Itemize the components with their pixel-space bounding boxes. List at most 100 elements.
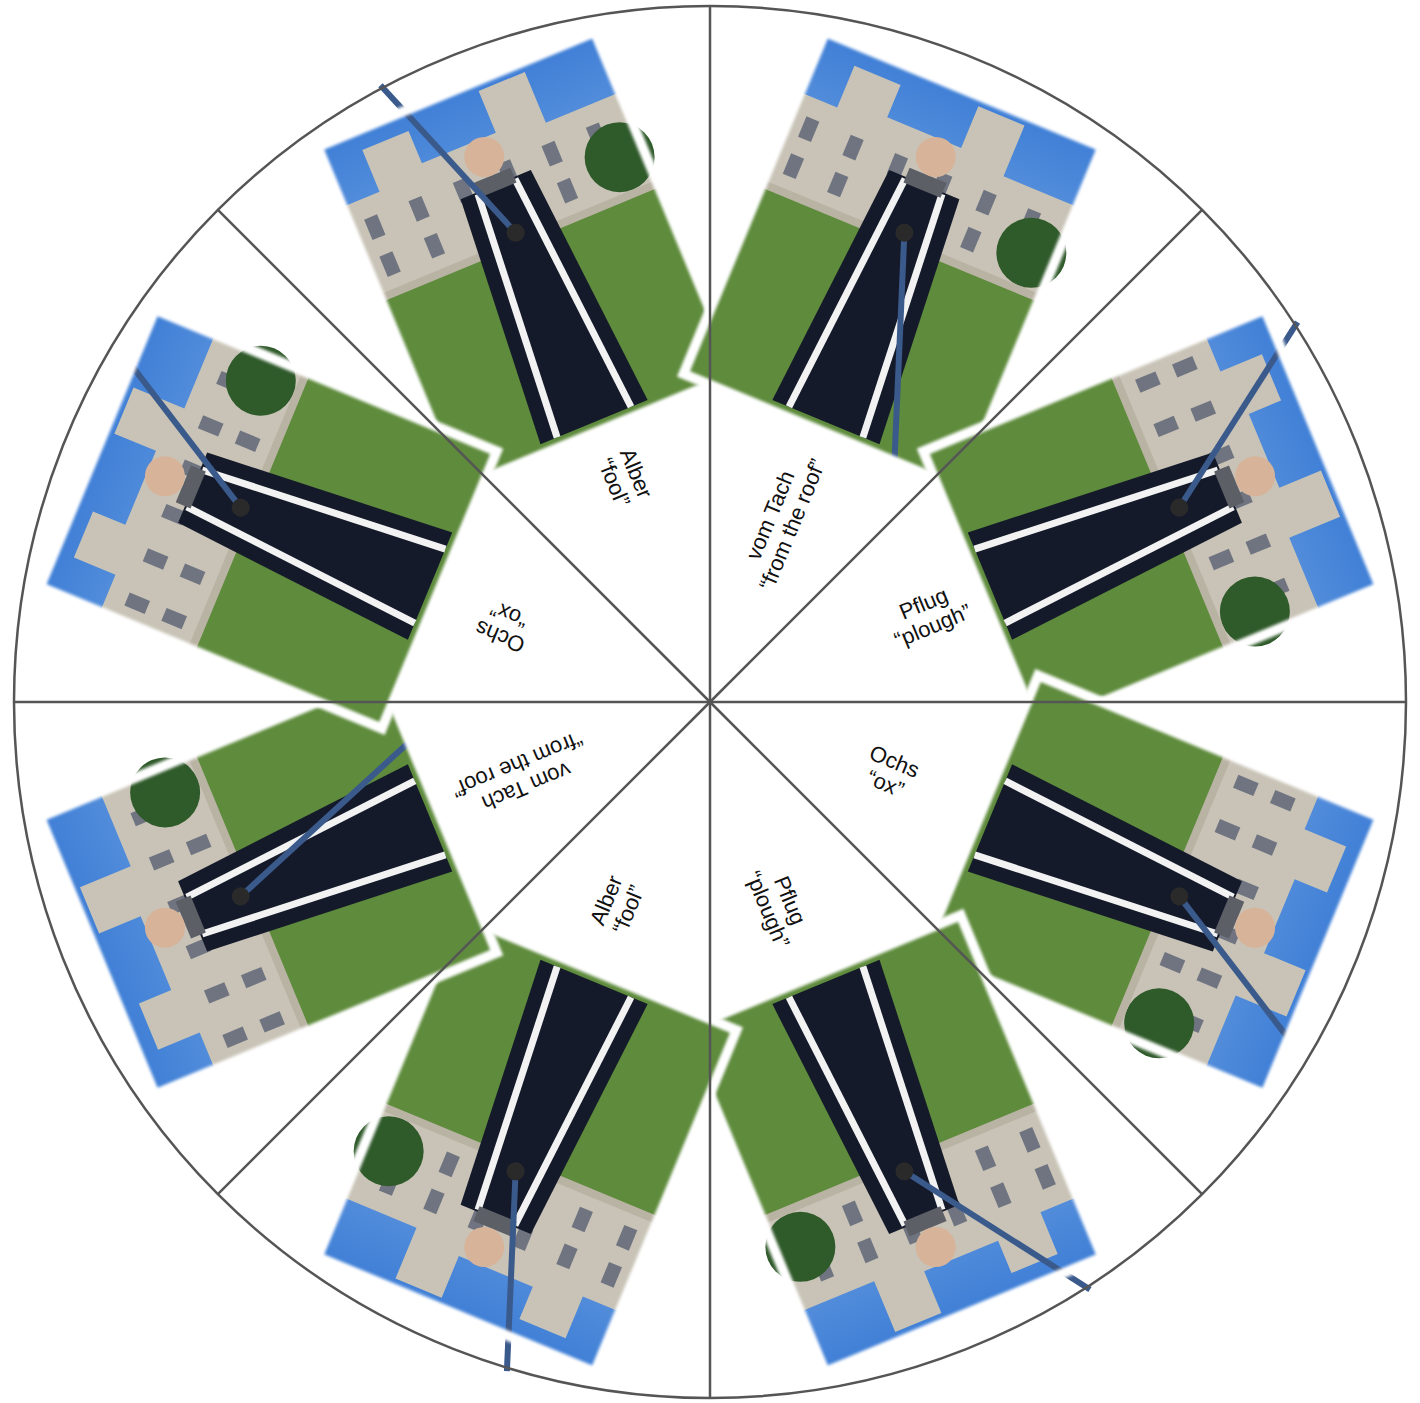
photo-fade [923, 310, 1380, 729]
castle-window [1019, 1127, 1040, 1153]
castle-window [1252, 834, 1278, 855]
hands [504, 221, 528, 245]
castle-window [1215, 819, 1241, 840]
castle-window [1160, 952, 1186, 973]
head [910, 1221, 962, 1273]
hands [1168, 496, 1192, 520]
castle-window [1245, 533, 1271, 554]
pose-label: vom Tach“from the roof” [448, 726, 595, 824]
robe-stripe [998, 507, 1241, 623]
robe [442, 162, 648, 444]
hands [229, 885, 253, 909]
castle-window [161, 608, 187, 629]
castle-window [235, 431, 261, 452]
robe-stripe [202, 836, 445, 952]
castle-window [827, 172, 848, 198]
head [139, 450, 191, 502]
castle-window [423, 1188, 444, 1214]
robe-stripe [202, 452, 445, 568]
photo-fade [40, 310, 497, 729]
head [910, 131, 962, 183]
sector-divider [710, 701, 1406, 704]
pose-label: Ochs“ox” [472, 593, 538, 657]
castle-window [1270, 790, 1296, 811]
wheel-rim [14, 6, 1406, 1398]
castle-window [143, 548, 169, 569]
sword [822, 233, 977, 463]
sword [211, 741, 441, 896]
robe-stripe [460, 194, 576, 437]
castle-window [990, 1182, 1011, 1208]
castle-window [1209, 549, 1235, 570]
castle-window [149, 849, 175, 870]
castle-window [241, 967, 267, 988]
pose-label: Alber“fool” [593, 445, 657, 511]
pose-label: vom Tach“from the roof” [733, 446, 831, 593]
robe-stripe [975, 836, 1218, 952]
hands [893, 221, 917, 245]
sector-photo [674, 915, 1112, 1399]
castle-window [1153, 416, 1179, 437]
pose-label: Pflug“plough” [740, 859, 815, 952]
robe-stripe [789, 990, 905, 1233]
sector-divider [709, 6, 712, 702]
robe-stripe [789, 171, 905, 414]
robe [170, 434, 452, 640]
robe-stripe [460, 967, 576, 1210]
castle-window [572, 1207, 593, 1233]
pose-label: Ochs“ox” [857, 741, 923, 805]
sector-divider [710, 210, 1202, 702]
robe-stripe [975, 452, 1218, 568]
castle-window [556, 1244, 577, 1270]
robe [442, 960, 648, 1242]
castle-window [124, 593, 150, 614]
castle-window [424, 233, 445, 259]
sector-divider [14, 701, 710, 704]
sector-photo [923, 300, 1407, 738]
head [139, 902, 191, 954]
castle-window [1233, 775, 1259, 796]
robe-stripe [179, 507, 422, 623]
robe-stripe [998, 781, 1241, 897]
robe-stripe [515, 171, 631, 414]
pose-label: Alber“fool” [586, 872, 650, 938]
castle-window [1135, 371, 1161, 392]
castle-window [180, 564, 206, 585]
sector-divider [709, 702, 712, 1398]
robe [170, 764, 452, 970]
sector-divider [218, 210, 710, 702]
photo-sky [40, 676, 497, 1095]
head [1229, 902, 1281, 954]
castle-window [616, 1225, 637, 1251]
castle-window [198, 415, 224, 436]
castle-window [364, 214, 385, 240]
castle-window [408, 196, 429, 222]
hands [1168, 885, 1192, 909]
photo-sky [923, 310, 1380, 729]
photo-sky [684, 915, 1103, 1372]
photo-fade [40, 676, 497, 1095]
head [458, 1221, 510, 1273]
hands [504, 1160, 528, 1184]
castle-window [1196, 967, 1222, 988]
castle-window [259, 1011, 285, 1032]
castle-window [379, 251, 400, 277]
castle-window [204, 982, 230, 1003]
head [1229, 450, 1281, 502]
castle-window [222, 1027, 248, 1048]
castle-window [439, 1152, 460, 1178]
robe-stripe [515, 990, 631, 1233]
castle-window [857, 1237, 878, 1263]
castle-window [186, 834, 212, 855]
castle-window [842, 1201, 863, 1227]
castle-window [960, 227, 981, 253]
sector-divider [218, 702, 710, 1194]
robe [772, 162, 978, 444]
castle-window [798, 116, 819, 142]
photo-sky [40, 310, 497, 729]
photo-fade [684, 915, 1103, 1372]
castle-window [975, 1145, 996, 1171]
robe-stripe [844, 967, 960, 1210]
hands [229, 496, 253, 520]
pose-label: Pflug“plough” [882, 577, 975, 652]
